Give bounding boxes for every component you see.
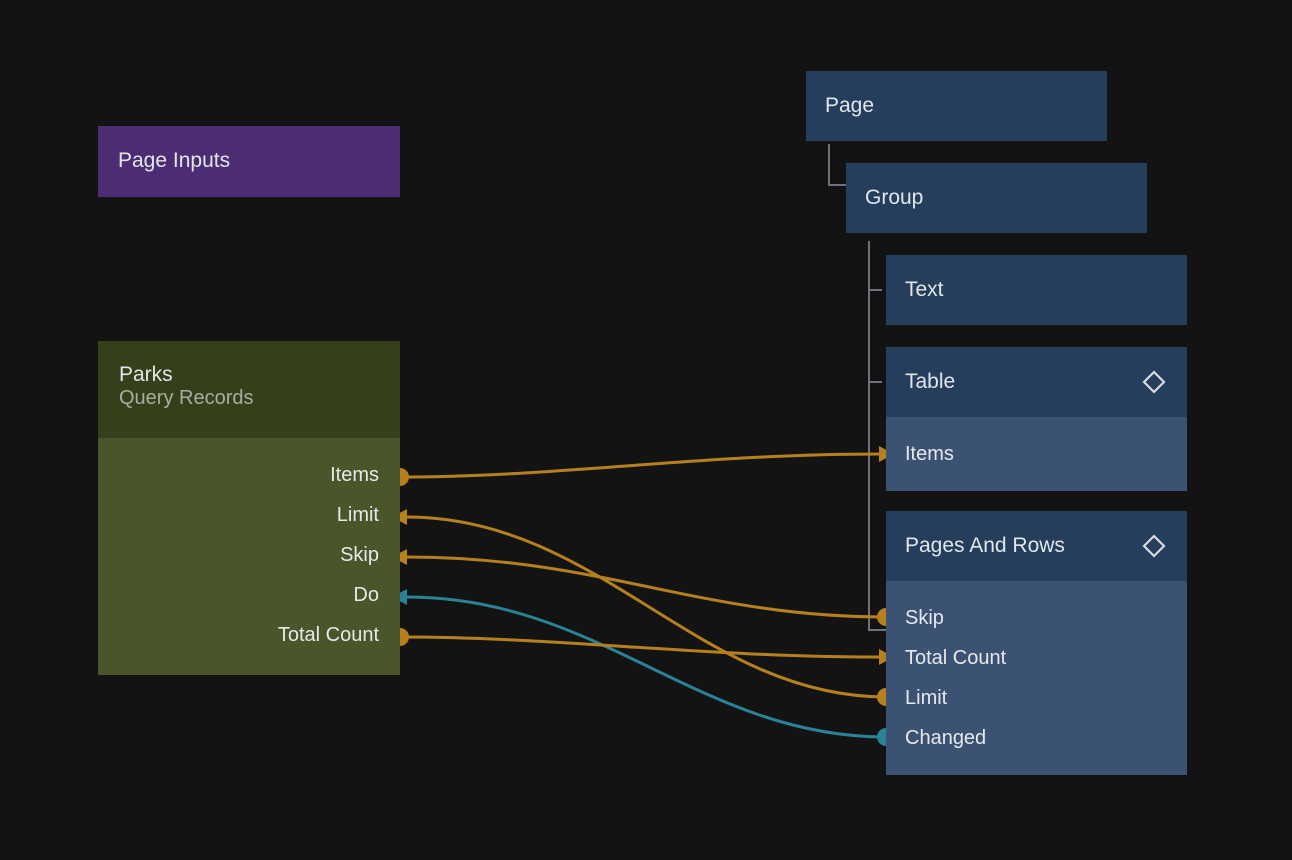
port-label: Limit [905,686,948,709]
port-label: Limit [336,503,379,526]
edge-items-to-table-items [399,452,880,479]
port-pagesandrows-skip[interactable]: Skip [886,598,1187,638]
node-table-body: Items [886,417,1187,474]
edge-skip-to-parks-skip [406,555,887,619]
node-table-header: Table [886,347,1187,417]
node-page[interactable]: Page [806,71,1107,141]
node-page-inputs-header: Page Inputs [98,126,400,197]
node-page-title: Page [825,93,875,117]
tree-connector-group-text-branch [868,289,882,291]
tree-connector-group-pagesandrows-branch [868,629,886,631]
node-group-title: Group [865,185,924,209]
node-table[interactable]: Table Items [886,347,1187,491]
diamond-icon[interactable] [1140,532,1168,560]
node-table-title: Table [905,369,956,393]
port-pagesandrows-limit[interactable]: Limit [886,678,1187,718]
edge-totalcount-to-pagesandrows-totalcount [399,635,880,659]
port-pagesandrows-total-count[interactable]: Total Count [886,638,1187,678]
node-parks-title: Parks [119,363,173,386]
diamond-icon[interactable] [1140,368,1168,396]
node-page-inputs-title: Page Inputs [118,149,231,173]
node-group[interactable]: Group [846,163,1147,233]
port-parks-do[interactable]: Do [98,575,400,615]
port-parks-items[interactable]: Items [98,455,400,495]
port-label: Skip [340,543,379,566]
port-label: Items [905,442,954,465]
node-parks-header: Parks Query Records [98,341,400,438]
port-label: Items [330,463,379,486]
tree-connector-page-group-corner [828,184,848,186]
port-parks-total-count[interactable]: Total Count [98,615,400,655]
node-parks[interactable]: Parks Query Records Items Limit Skip Do … [98,341,400,675]
node-text-title: Text [905,277,944,301]
node-text[interactable]: Text [886,255,1187,325]
node-parks-body: Items Limit Skip Do Total Count [98,438,400,655]
node-parks-subtitle: Query Records [119,387,254,410]
tree-connector-group-children-spine [868,241,870,631]
node-pages-and-rows-header: Pages And Rows [886,511,1187,581]
edge-limit-to-parks-limit [406,515,887,699]
node-text-header: Text [886,255,1187,325]
node-group-header: Group [846,163,1147,233]
node-page-inputs[interactable]: Page Inputs [98,126,400,197]
port-label: Changed [905,726,987,749]
node-page-header: Page [806,71,1107,141]
port-label: Do [353,583,379,606]
port-label: Total Count [905,646,1007,669]
port-label: Total Count [277,623,379,646]
tree-connector-page-group-vertical [828,144,830,185]
port-parks-skip[interactable]: Skip [98,535,400,575]
port-label: Skip [905,606,944,629]
port-parks-limit[interactable]: Limit [98,495,400,535]
edge-changed-to-parks-do [406,595,887,739]
node-pages-and-rows-title: Pages And Rows [905,533,1065,557]
node-pages-and-rows-body: Skip Total Count Limit Changed [886,581,1187,758]
tree-connector-group-table-branch [868,381,882,383]
port-pagesandrows-changed[interactable]: Changed [886,718,1187,758]
port-table-items[interactable]: Items [886,434,1187,474]
node-pages-and-rows[interactable]: Pages And Rows Skip Total Count Limit Ch… [886,511,1187,775]
